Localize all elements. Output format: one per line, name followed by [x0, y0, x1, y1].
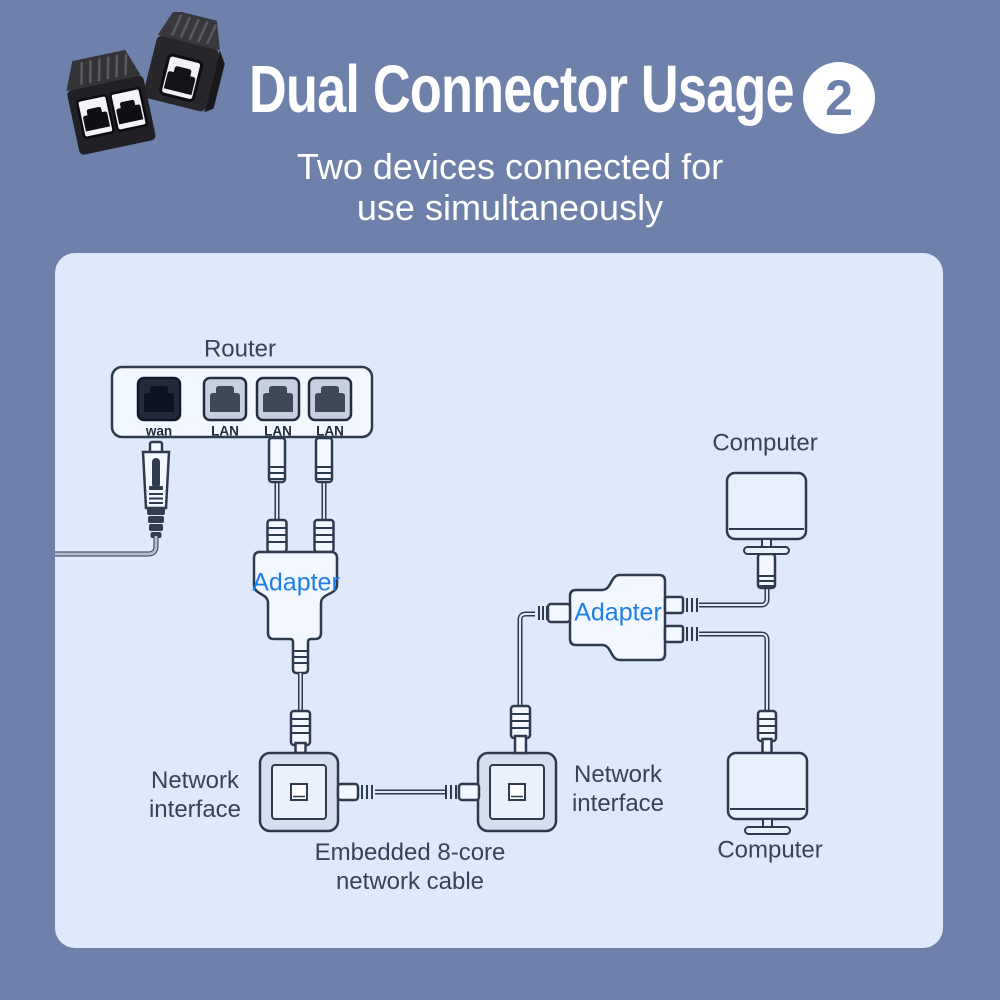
rj45-plug-icon [313, 436, 335, 554]
rj45-plug-icon [266, 436, 288, 554]
adapter-left-icon [252, 550, 339, 755]
lan-port-label: LAN [211, 423, 239, 439]
wan-port-label: wan [145, 423, 173, 439]
computer-bottom-icon [726, 751, 809, 836]
splitter-back-icon [143, 12, 225, 113]
step-number: 2 [825, 70, 853, 126]
splitter-front-icon [66, 49, 156, 155]
wall-plate-left-icon [258, 751, 340, 833]
adapter-right-label: Adapter [574, 598, 662, 627]
network-interface-left-line2: interface [148, 796, 242, 823]
subtitle-line-2: use simultaneously [356, 187, 664, 228]
subtitle-line-1: Two devices connected for [296, 146, 724, 187]
router-box-icon [110, 365, 374, 439]
lan-port-label: LAN [264, 423, 292, 439]
lan-port-icon [202, 376, 248, 422]
diagram-card: Router wan LAN LAN LAN Adapter Adapter N… [55, 253, 943, 948]
adapter-left-label: Adapter [252, 568, 340, 597]
network-interface-right-label: Network interface [572, 760, 664, 818]
connection-diagram [55, 365, 809, 836]
wall-plate-right-icon [476, 751, 558, 833]
network-interface-right-line2: interface [571, 790, 665, 817]
lan-port-icon [255, 376, 301, 422]
product-image [66, 12, 225, 155]
adapter-right-icon [509, 552, 778, 755]
step-number-badge: 2 [803, 62, 875, 134]
network-interface-right-line1: Network [573, 761, 663, 788]
network-interface-left-label: Network interface [149, 766, 241, 824]
computer-top-label: Computer [712, 429, 818, 457]
cable-note-line2: network cable [335, 868, 485, 895]
computer-top-icon [725, 471, 808, 556]
lan-port-icon [307, 376, 353, 422]
router-label: Router [203, 335, 277, 363]
embedded-cable-icon [336, 782, 481, 802]
subtitle: Two devices connected for use simultaneo… [297, 146, 723, 228]
computer-bottom-label: Computer [717, 836, 823, 864]
cable-note-line1: Embedded 8-core [314, 839, 506, 866]
lan-port-label: LAN [316, 423, 344, 439]
network-interface-left-line1: Network [150, 767, 240, 794]
page-title: Dual Connector Usage [249, 52, 795, 127]
cable-note-label: Embedded 8-core network cable [315, 838, 506, 896]
wan-plug-icon [55, 440, 171, 554]
wan-port-icon [136, 376, 182, 422]
